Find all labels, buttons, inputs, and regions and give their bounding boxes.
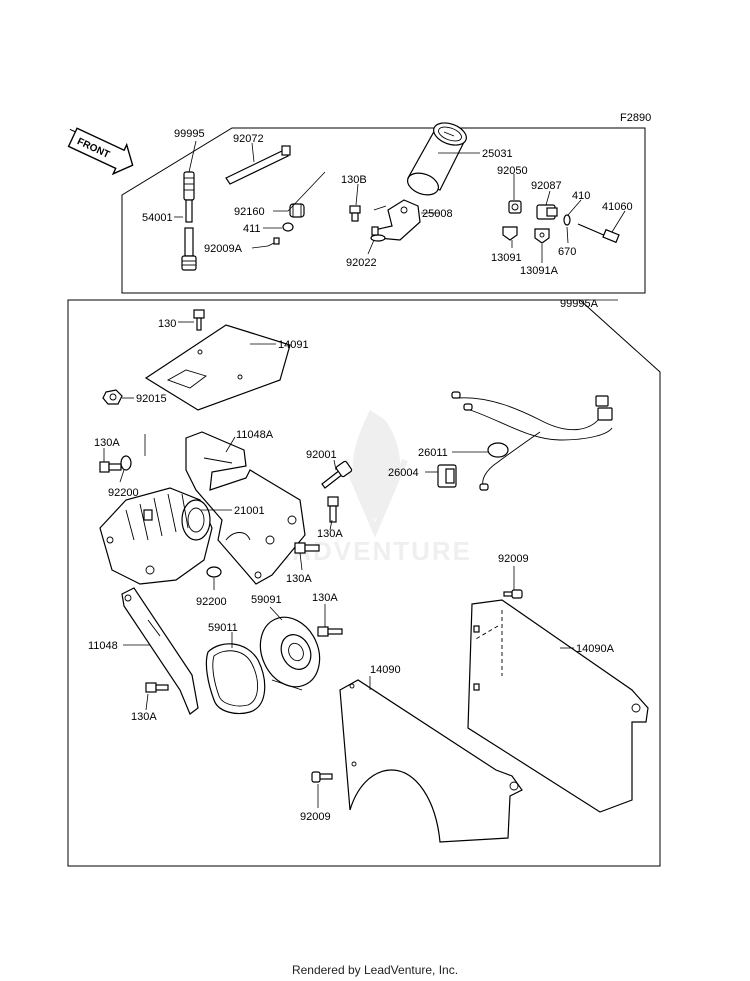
callout-labels: 99995 92072 25031 130B 92050 92087 410 4… <box>88 128 633 823</box>
cover-plate-14091 <box>144 324 291 411</box>
callout-130a-2: 130A <box>317 528 343 540</box>
cover-14090 <box>339 679 523 843</box>
connector-26004 <box>437 464 457 488</box>
front-arrow-icon: FRONT <box>67 127 134 176</box>
callout-92015: 92015 <box>136 393 167 405</box>
parts-diagram: LEADVENTURE F2890 FRONT <box>67 112 661 867</box>
bolt-92001 <box>321 460 353 489</box>
plate-13091a <box>534 228 550 244</box>
callout-92160: 92160 <box>234 206 265 218</box>
footer-credit: Rendered by LeadVenture, Inc. <box>291 963 459 977</box>
leader-lines <box>103 140 626 808</box>
bracket-11048 <box>121 587 199 715</box>
pulley-59091 <box>259 616 321 691</box>
callout-130a-5: 130A <box>131 711 157 723</box>
callout-13091: 13091 <box>491 252 522 264</box>
callout-92001: 92001 <box>306 449 337 461</box>
bolt-130a-4 <box>317 626 343 637</box>
washer-411 <box>282 222 294 232</box>
bolt-130 <box>193 309 205 331</box>
bolt-130a-5 <box>145 682 169 693</box>
callout-92072: 92072 <box>233 133 264 145</box>
alternator-21001 <box>99 487 213 585</box>
ring-410 <box>563 214 571 226</box>
bracket-25008 <box>373 199 421 241</box>
washer-92200-2 <box>206 566 222 578</box>
nut-92015 <box>102 389 123 405</box>
callout-13091a: 13091A <box>520 265 559 277</box>
callout-54001: 54001 <box>142 212 173 224</box>
cover-14090a <box>467 599 649 813</box>
callout-130: 130 <box>158 318 176 330</box>
callout-92200-1: 92200 <box>108 487 139 499</box>
callout-130a-4: 130A <box>312 592 338 604</box>
callout-26004: 26004 <box>388 467 419 479</box>
callout-410: 410 <box>572 190 590 202</box>
bolt-130b <box>349 205 361 222</box>
plate-13091 <box>502 226 518 241</box>
callout-41060: 41060 <box>602 201 633 213</box>
callout-92022: 92022 <box>346 257 377 269</box>
grommet-92160 <box>289 203 305 218</box>
meter-cable-54001 <box>181 171 197 271</box>
fitting-92087 <box>536 204 558 220</box>
callout-92009a: 92009A <box>204 243 243 255</box>
bolt-130a-2 <box>327 496 339 523</box>
kit-99995a-frame <box>67 299 661 867</box>
callout-14090a: 14090A <box>576 643 615 655</box>
callout-59091: 59091 <box>251 594 282 606</box>
kit-99995-frame <box>121 127 646 294</box>
callout-25031: 25031 <box>482 148 513 160</box>
callout-14090: 14090 <box>370 664 401 676</box>
callout-25008: 25008 <box>422 208 453 220</box>
tachometer-25031 <box>406 122 467 196</box>
callout-26011: 26011 <box>418 447 448 459</box>
callout-92087: 92087 <box>531 180 562 192</box>
bolt-130a-3 <box>294 542 320 554</box>
figure-code: F2890 <box>620 112 651 124</box>
callout-99995: 99995 <box>174 128 205 140</box>
screw-92009-2 <box>311 771 333 783</box>
callout-11048a: 11048A <box>236 429 274 441</box>
screw-92022 <box>370 226 386 242</box>
callout-130b: 130B <box>341 174 367 186</box>
screw-92009a <box>267 237 280 247</box>
callout-11048: 11048 <box>88 640 118 652</box>
drive-gear-41060 <box>577 223 620 244</box>
callout-21001: 21001 <box>234 505 265 517</box>
callout-130a-1: 130A <box>94 437 120 449</box>
nut-92050 <box>508 200 522 214</box>
cable-tie-92072 <box>225 145 291 185</box>
callout-411: 411 <box>243 223 261 235</box>
callout-92009-2: 92009 <box>300 811 331 823</box>
belt-59011 <box>205 643 266 715</box>
bracket-11048a <box>185 431 306 585</box>
wiring-harness-26011 <box>451 391 613 491</box>
callout-92050: 92050 <box>497 165 528 177</box>
callout-130a-3: 130A <box>286 573 312 585</box>
callout-14091: 14091 <box>278 339 309 351</box>
callout-670: 670 <box>558 246 576 258</box>
washer-92200-1 <box>120 455 132 471</box>
callout-92009-1: 92009 <box>498 553 529 565</box>
callout-92200-2: 92200 <box>196 596 227 608</box>
screw-92009-1 <box>503 589 523 599</box>
callout-59011: 59011 <box>208 622 238 634</box>
bolt-130a-1 <box>99 461 122 473</box>
callout-99995a: 99995A <box>560 298 599 310</box>
